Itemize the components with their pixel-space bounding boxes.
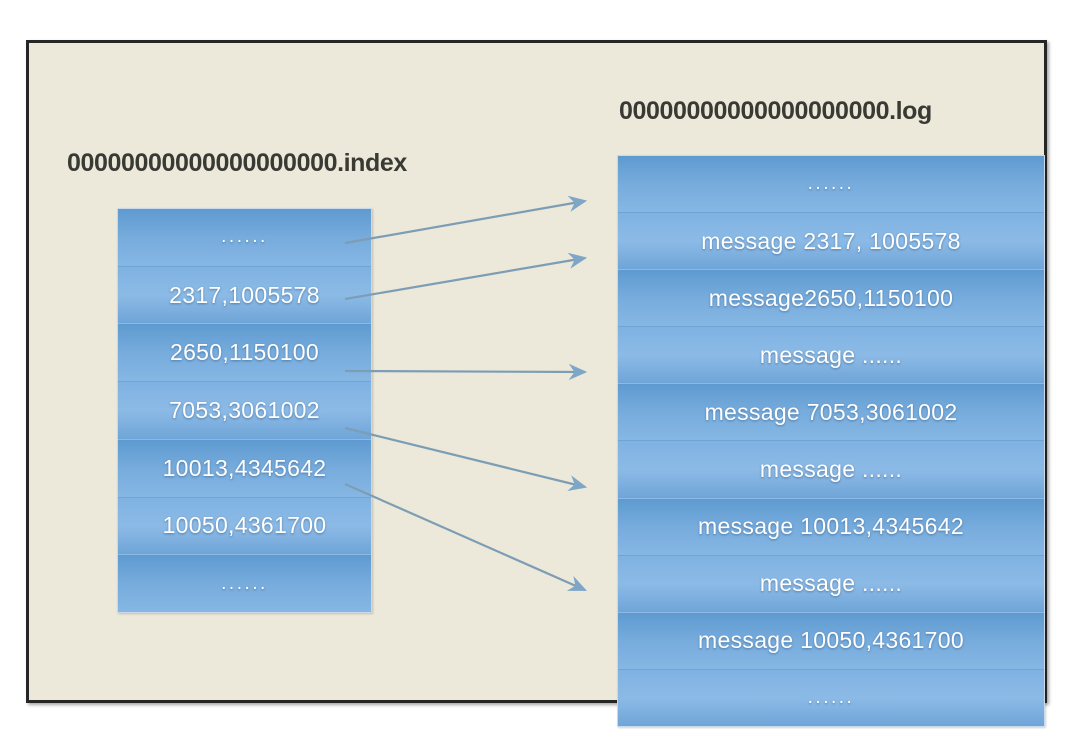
log-row-message-ellipsis-3: message ...... [618, 555, 1044, 613]
index-row-10013[interactable]: 10013,4345642 [118, 439, 371, 498]
log-row-message-10013[interactable]: message 10013,4345642 [618, 498, 1044, 556]
log-row-ellipsis-top: ...... [618, 156, 1044, 214]
index-row-ellipsis-top: ...... [118, 209, 371, 267]
log-row-message-2317[interactable]: message 2317, 1005578 [618, 213, 1044, 271]
index-row-10050[interactable]: 10050,4361700 [118, 497, 371, 556]
index-file-label: 00000000000000000000.index [67, 149, 407, 177]
index-row-7053[interactable]: 7053,3061002 [118, 382, 371, 440]
log-row-message-2650[interactable]: message2650,1150100 [618, 270, 1044, 328]
log-row-message-ellipsis-1: message ...... [618, 327, 1044, 385]
log-row-ellipsis-bottom: ...... [618, 669, 1044, 726]
log-row-message-7053[interactable]: message 7053,3061002 [618, 384, 1044, 442]
index-row-2317[interactable]: 2317,1005578 [118, 266, 371, 325]
diagram-canvas: 00000000000000000000.index 0000000000000… [26, 40, 1047, 727]
log-row-message-ellipsis-2: message ...... [618, 441, 1044, 499]
index-row-ellipsis-bottom: ...... [118, 555, 371, 612]
log-file-block: ...... message 2317, 1005578 message2650… [617, 155, 1045, 727]
log-file-label: 00000000000000000000.log [619, 97, 932, 125]
index-file-block: ...... 2317,1005578 2650,1150100 7053,30… [117, 208, 372, 613]
index-row-2650[interactable]: 2650,1150100 [118, 324, 371, 383]
log-row-message-10050[interactable]: message 10050,4361700 [618, 612, 1044, 670]
